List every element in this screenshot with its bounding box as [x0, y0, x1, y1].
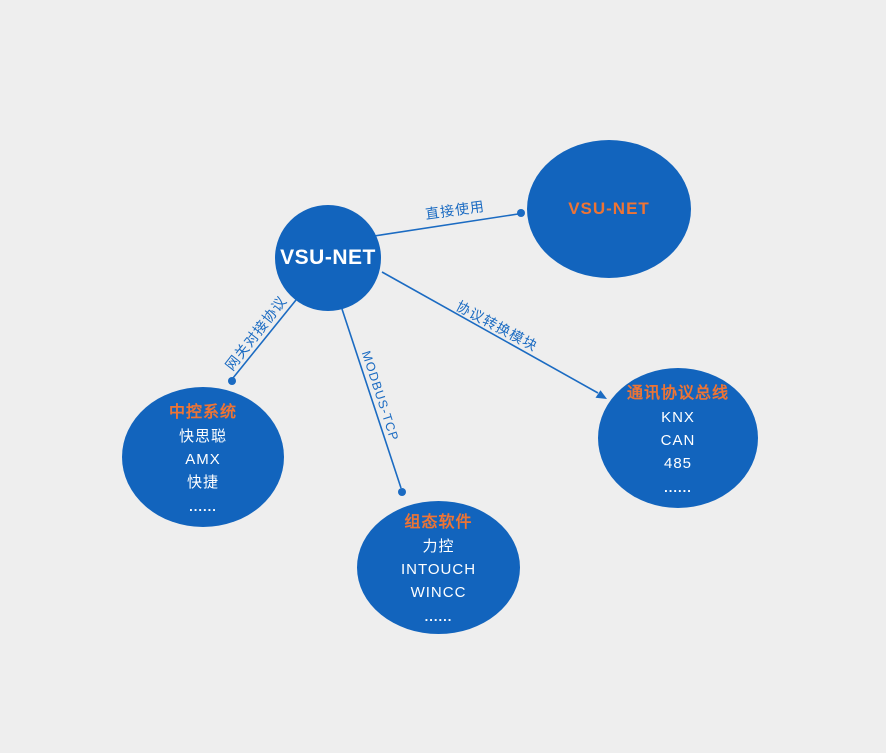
node-title: 中控系统	[168, 403, 237, 421]
node-item: WINCC	[410, 584, 467, 601]
node-item: 485	[663, 454, 693, 472]
edge-protocol-module-arrowhead	[595, 390, 607, 399]
node-central-control-system: 中控系统 快思聪 AMX 快捷 ......	[122, 387, 284, 527]
edge-gateway-protocol-line	[232, 299, 297, 379]
node-item: 快捷	[186, 473, 219, 491]
node-item: 快思聪	[178, 427, 227, 445]
edge-protocol-module-line	[381, 271, 599, 394]
node-item-ellipsis: ......	[424, 609, 453, 624]
node-item: 力控	[422, 538, 455, 555]
edge-direct-use-line	[373, 213, 519, 237]
node-item: INTOUCH	[400, 561, 477, 578]
node-item: AMX	[185, 450, 221, 468]
node-title: 组态软件	[404, 514, 473, 531]
node-item: KNX	[661, 408, 695, 426]
node-item-ellipsis: ......	[664, 479, 692, 495]
central-node-label: VSU-NET	[280, 246, 376, 269]
edge-direct-use-endpoint-dot	[517, 209, 525, 217]
node-vsu-net-cloud: VSU-NET	[527, 140, 691, 278]
node-title: 通讯协议总线	[626, 384, 729, 402]
edge-modbus-tcp-endpoint-dot	[398, 488, 406, 496]
node-protocol-bus: 通讯协议总线 KNX CAN 485 ......	[598, 368, 758, 508]
node-item: CAN	[660, 431, 696, 449]
node-vsu-net-central: VSU-NET	[275, 205, 381, 311]
edge-modbus-tcp-line	[341, 308, 402, 489]
node-item-ellipsis: ......	[189, 498, 217, 514]
edge-gateway-protocol-endpoint-dot	[228, 377, 236, 385]
node-title: VSU-NET	[568, 199, 650, 218]
node-scada-software: 组态软件 力控 INTOUCH WINCC ......	[357, 501, 520, 634]
